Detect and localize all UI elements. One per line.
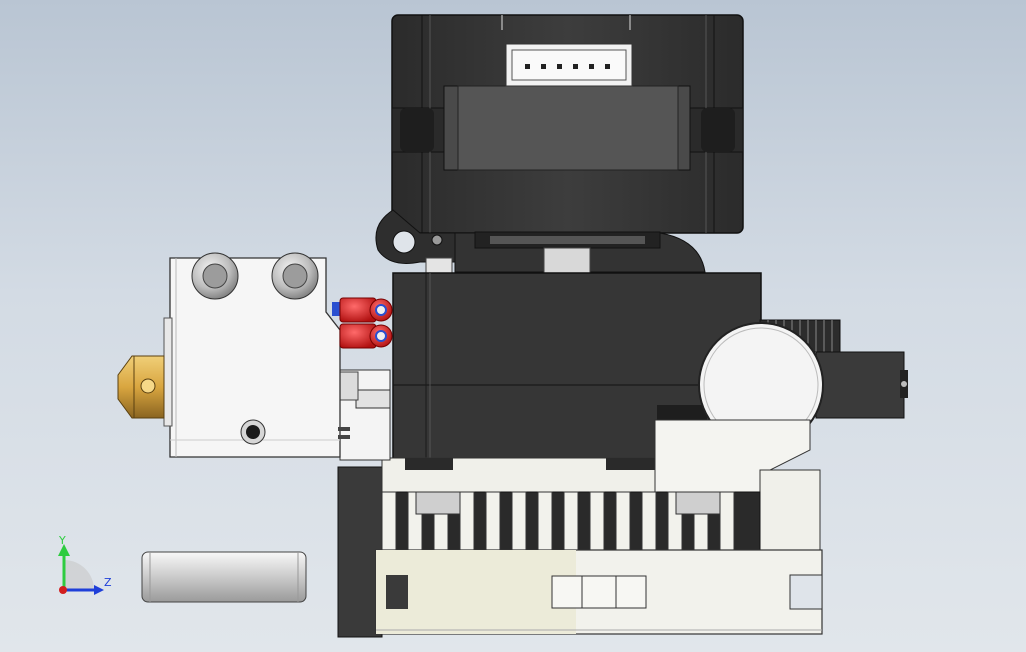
pneumatic-fitting-top	[332, 297, 393, 323]
drive-gear	[425, 231, 661, 275]
y-axis-arrowhead	[58, 544, 70, 556]
z-axis-arrowhead	[94, 585, 104, 595]
z-axis-label: Z	[104, 576, 112, 589]
thermistor-pins	[338, 427, 350, 439]
fan-shroud	[375, 549, 823, 635]
screw-head-left	[191, 252, 239, 300]
set-screw-hole	[240, 419, 266, 445]
orientation-triad: Y Z	[58, 534, 112, 595]
stepper-motor	[391, 14, 744, 234]
motor-connector	[505, 43, 633, 87]
heatsink-fins	[381, 491, 761, 553]
hotend-mount	[335, 369, 391, 461]
lower-frame	[337, 419, 821, 638]
brass-nozzle	[117, 355, 165, 419]
right-bearing-block	[815, 351, 908, 419]
x-axis-dot	[59, 586, 67, 594]
pneumatic-fitting-bottom	[339, 323, 393, 349]
y-axis-label: Y	[58, 534, 66, 547]
screw-head-right	[271, 252, 319, 300]
loose-rod-part	[141, 551, 307, 603]
